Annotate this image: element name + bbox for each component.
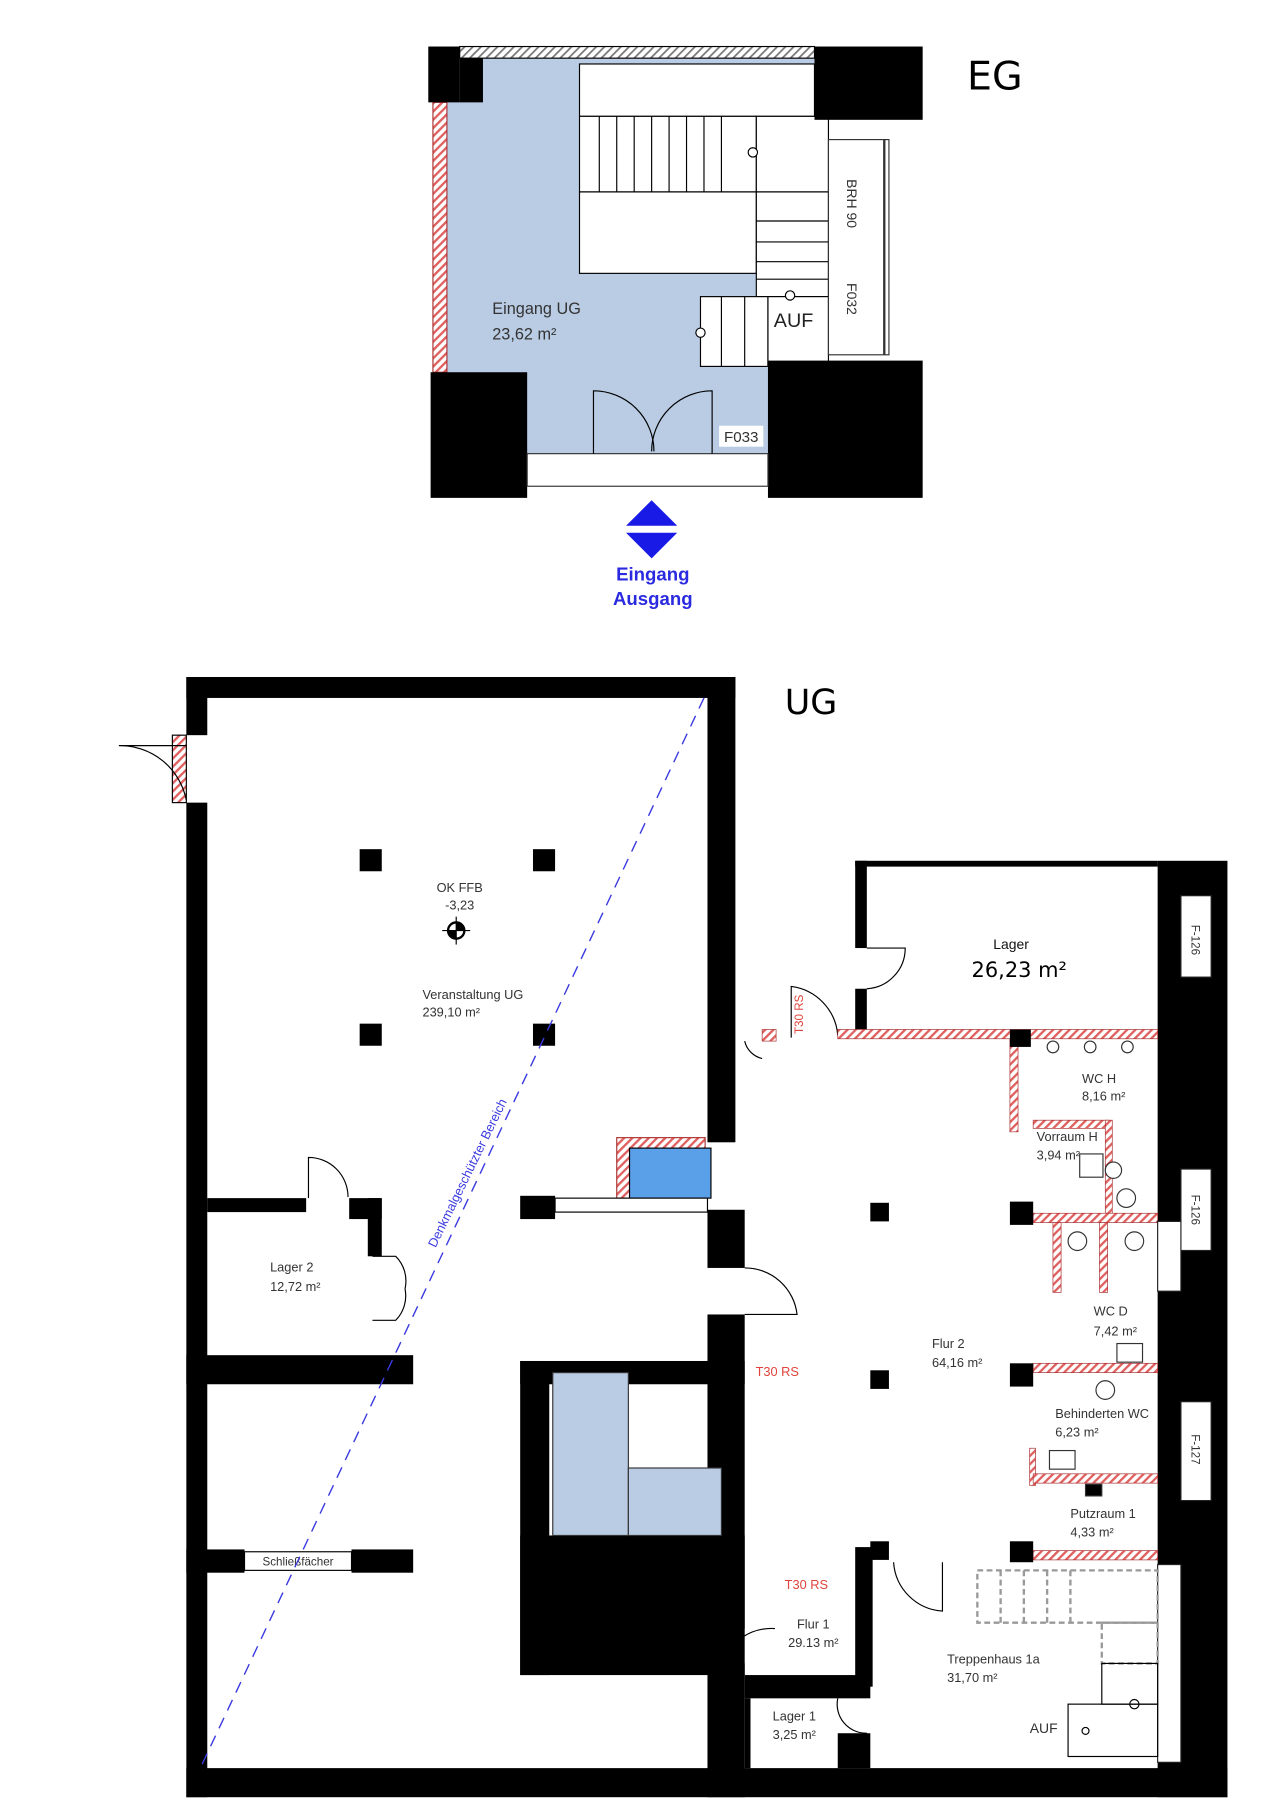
eg-floor-label: EG xyxy=(967,54,1023,100)
ug-floor: UG Schließfä xyxy=(118,677,1228,1798)
room-area: 3,94 m² xyxy=(1037,1148,1081,1163)
room-wc-d: WC D 7,42 m² xyxy=(1094,1304,1138,1339)
eg-stairs xyxy=(578,115,830,368)
level-marker-icon xyxy=(442,916,471,945)
room-name: WC H xyxy=(1082,1071,1116,1086)
ug-walls xyxy=(186,677,1228,1798)
lockers-label: Schließfächer xyxy=(262,1556,333,1569)
eg-double-door xyxy=(592,390,713,454)
columns xyxy=(359,849,889,1560)
eg-walls xyxy=(428,46,923,498)
room-area: 64,16 m² xyxy=(932,1355,983,1370)
room-area: 8,16 m² xyxy=(1082,1088,1126,1103)
room-flur-2: Flur 2 64,16 m² xyxy=(932,1336,983,1370)
fire-door-label: T30 RS xyxy=(756,1364,799,1379)
sanitary-fixtures xyxy=(1046,1040,1145,1497)
room-treppenhaus-1a: Treppenhaus 1a 31,70 m² xyxy=(947,1651,1041,1685)
ug-stair-label: AUF xyxy=(1030,1720,1058,1736)
eg-room-area: 23,62 m² xyxy=(492,326,557,344)
window-boxes xyxy=(1157,895,1212,1763)
room-vorraum-h: Vorraum H 3,94 m² xyxy=(1037,1129,1098,1163)
room-name: Lager 2 xyxy=(270,1259,313,1274)
room-lager-1: Lager 1 3,25 m² xyxy=(773,1708,817,1742)
room-name: Flur 1 xyxy=(797,1617,830,1632)
room-name: Lager 1 xyxy=(773,1708,816,1723)
up-down-arrow-icon xyxy=(626,500,678,559)
room-behinderten-wc: Behinderten WC 6,23 m² xyxy=(1055,1406,1149,1440)
room-area: 239,10 m² xyxy=(422,1005,480,1020)
room-name: Vorraum H xyxy=(1037,1129,1098,1144)
heritage-zone-label: Denkmalgeschützter Bereich xyxy=(425,1096,510,1249)
room-putzraum-1: Putzraum 1 4,33 m² xyxy=(1070,1506,1135,1540)
room-wc-h: WC H 8,16 m² xyxy=(1082,1071,1126,1103)
fire-door-label: T30 RS xyxy=(793,994,806,1034)
eg-floor: AUF BRH 90 F032 F033 Eingang UG 23,62 m²… xyxy=(428,45,1023,609)
ug-stair xyxy=(552,1372,723,1537)
level-marker-value: -3,23 xyxy=(445,898,474,913)
room-area: 12,72 m² xyxy=(270,1279,321,1294)
room-area: 26,23 m² xyxy=(972,958,1067,982)
room-area: 29.13 m² xyxy=(788,1635,839,1650)
room-name: Veranstaltung UG xyxy=(422,987,523,1002)
room-area: 31,70 m² xyxy=(947,1670,998,1685)
eg-stair-label: AUF xyxy=(774,310,814,332)
room-veranstaltung: Veranstaltung UG 239,10 m² xyxy=(422,987,523,1019)
room-flur-1: Flur 1 29.13 m² xyxy=(788,1617,839,1651)
treppenhaus-stairs xyxy=(976,1569,1159,1665)
room-area: 6,23 m² xyxy=(1055,1425,1099,1440)
room-name: WC D xyxy=(1094,1304,1128,1319)
eg-window-sill-label: BRH 90 xyxy=(844,179,860,228)
ug-floor-label: UG xyxy=(785,683,838,723)
fire-door-label: T30 RS xyxy=(785,1577,828,1592)
room-area: 3,25 m² xyxy=(773,1727,817,1742)
room-area: 7,42 m² xyxy=(1094,1323,1138,1338)
window-label-f126-a: F-126 xyxy=(1188,925,1201,955)
room-lager-2: Lager 2 12,72 m² xyxy=(270,1259,321,1294)
room-name: Putzraum 1 xyxy=(1070,1506,1135,1521)
eg-door-label: F033 xyxy=(724,429,758,446)
room-name: Lager xyxy=(993,936,1029,952)
window-label-f126-b: F-126 xyxy=(1188,1195,1201,1225)
eg-room-name: Eingang UG xyxy=(492,300,581,318)
room-name: Treppenhaus 1a xyxy=(947,1651,1041,1666)
eg-window-label: F032 xyxy=(844,283,860,315)
hatched-walls xyxy=(761,1029,1158,1561)
room-name: Behinderten WC xyxy=(1055,1406,1149,1421)
room-lager: Lager 26,23 m² xyxy=(972,936,1067,982)
level-marker-title: OK FFB xyxy=(437,880,483,895)
ug-exterior-door xyxy=(118,734,187,804)
window-label-f127: F-127 xyxy=(1188,1434,1201,1464)
room-name: Flur 2 xyxy=(932,1336,965,1351)
exit-label: Ausgang xyxy=(613,588,693,609)
ug-doors xyxy=(307,947,944,1734)
room-area: 4,33 m² xyxy=(1070,1525,1114,1540)
entrance-label: Eingang xyxy=(616,563,689,584)
